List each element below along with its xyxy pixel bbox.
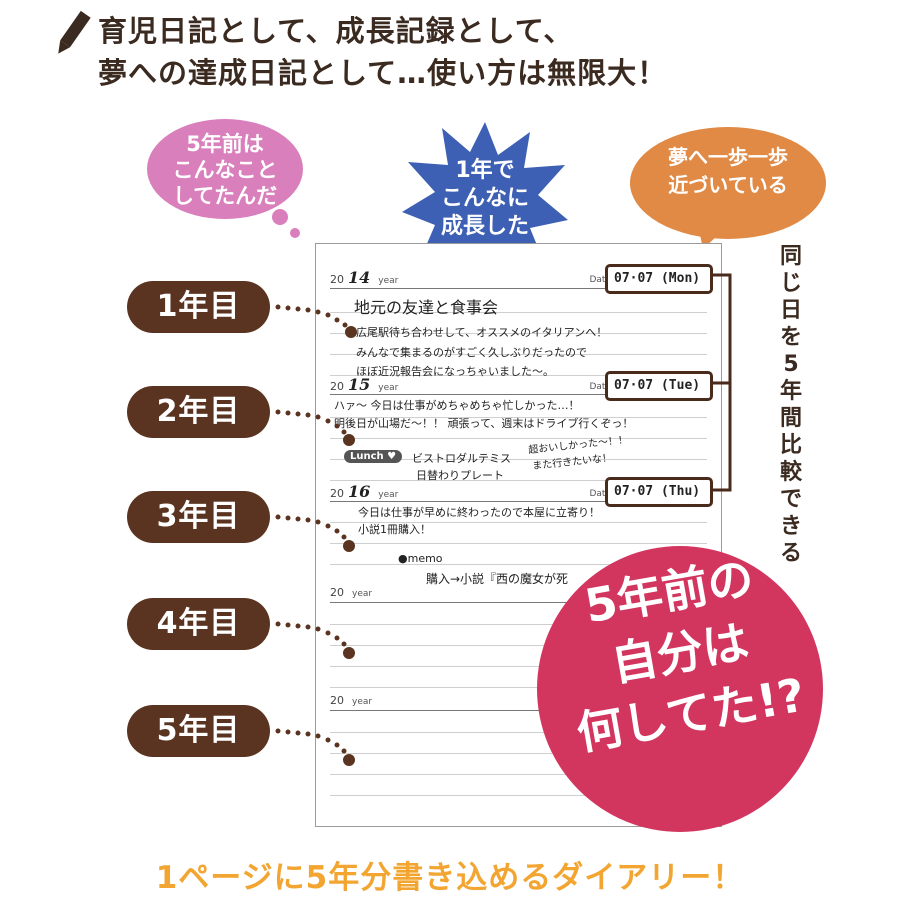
rule-line — [330, 753, 707, 754]
year-suffix: 15 — [348, 375, 371, 394]
year-prefix: 20 — [330, 694, 344, 707]
orange-bubble-line: 近づいている — [668, 173, 788, 197]
rule-line — [330, 732, 707, 733]
rule-line — [330, 710, 707, 711]
rule-line — [330, 501, 707, 502]
star-line: 1年で — [455, 158, 515, 183]
lunch-text: 日替わりプレート — [416, 469, 504, 482]
memo-label: ●memo — [398, 552, 443, 565]
entry-text: 小説1冊購入！ — [358, 523, 431, 536]
red-circle — [537, 546, 823, 832]
footer-tagline: 1ページに5年分書き込めるダイアリー！ — [155, 860, 745, 896]
year-label: year — [378, 276, 399, 286]
rule-line — [330, 666, 707, 667]
side-note-char: き — [779, 514, 802, 539]
headline-line1: 育児日記として、成長記録として、 — [98, 14, 574, 48]
year-pill-4: 4年目 — [127, 598, 270, 650]
entry-text: 今日は仕事が早めに終わったので本屋に立寄り！ — [358, 506, 600, 519]
side-note-char: を — [779, 325, 802, 350]
rule-line — [330, 333, 707, 334]
entry-year: 20 year — [330, 586, 372, 599]
year-pill-1: 1年目 — [127, 281, 270, 333]
rule-line — [330, 312, 707, 313]
pink-speech-bubble — [147, 119, 303, 238]
date-label: Date — [589, 275, 611, 285]
rule-line — [330, 288, 707, 289]
starburst-text: 1年で こんなに 成長した — [400, 157, 570, 241]
rule-line — [330, 564, 707, 565]
side-note-char: 較 — [779, 460, 802, 485]
rule-line — [330, 438, 707, 439]
headline-line2: 夢への達成日記として…使い方は無限大！ — [98, 56, 668, 90]
rule-line — [330, 417, 707, 418]
orange-bubble-line: 夢へ一歩一歩 — [668, 145, 788, 169]
year-label: year — [352, 697, 373, 707]
pencil-icon — [58, 10, 91, 54]
date-label: Date — [589, 382, 611, 392]
rule-line — [330, 394, 707, 395]
year-label: year — [352, 589, 373, 599]
year-suffix: 14 — [348, 268, 371, 287]
entry-text: みんなで集まるのがすごく久しぶりだったので — [356, 346, 587, 359]
year-prefix: 20 — [330, 273, 344, 286]
date-box: 07·07 (Thu) — [605, 477, 713, 507]
year-pill-5: 5年目 — [127, 705, 270, 757]
date-box: 07·07 (Tue) — [605, 371, 713, 401]
entry-text: ほぼ近況報告会になっちゃいました〜。 — [356, 365, 554, 378]
blue-starburst — [402, 122, 568, 283]
side-note-char: る — [779, 541, 802, 566]
rule-line — [330, 522, 707, 523]
entry-text: 広尾駅待ち合わせして、オススメのイタリアンへ！ — [356, 326, 608, 339]
entry-title: 地元の友達と食事会 — [354, 298, 499, 317]
entry-year: 20 16 year — [330, 482, 398, 501]
rule-line — [330, 687, 707, 688]
pink-bubble-line: 5年前は — [186, 132, 264, 156]
year-pill-2: 2年目 — [127, 386, 270, 438]
year-suffix: 16 — [348, 482, 371, 501]
rule-line — [330, 774, 707, 775]
lunch-text: ビストロダルテミス — [412, 452, 511, 465]
entry-year: 20 14 year — [330, 268, 398, 287]
side-note-char: 間 — [779, 406, 802, 431]
rule-line — [330, 645, 707, 646]
year-prefix: 20 — [330, 586, 344, 599]
rule-line — [330, 375, 707, 376]
rule-line — [330, 795, 707, 796]
pink-bubble-text: 5年前は こんなこと してたんだ — [145, 131, 305, 209]
side-note-char: 比 — [779, 433, 802, 458]
side-note-char: で — [779, 487, 802, 512]
year-prefix: 20 — [330, 380, 344, 393]
pink-bubble-line: してたんだ — [172, 184, 278, 208]
side-note-char: 日 — [779, 298, 802, 323]
rule-line — [330, 459, 707, 460]
side-note-char: 同 — [779, 244, 802, 269]
star-line: こんなに — [440, 186, 529, 211]
entry-year: 20 15 year — [330, 375, 398, 394]
year-label: year — [378, 490, 399, 500]
year-pill-3: 3年目 — [127, 491, 270, 543]
rule-line — [330, 624, 707, 625]
rule-line — [330, 480, 707, 481]
entry-text: ハァ〜 今日は仕事がめちゃめちゃ忙しかった…！ — [334, 399, 580, 412]
side-note-char: じ — [779, 271, 802, 296]
entry-text: 明後日が山場だ〜！！ 頑張って、週末はドライブ行くぞっ！ — [334, 417, 634, 430]
star-line: 成長した — [440, 214, 529, 239]
rule-line — [330, 602, 707, 603]
date-label: Date — [589, 489, 611, 499]
year-label: year — [378, 383, 399, 393]
date-box: 07·07 (Mon) — [605, 264, 713, 294]
lunch-badge: Lunch ♥ — [344, 450, 403, 463]
headline: 育児日記として、成長記録として、 夢への達成日記として…使い方は無限大！ — [98, 10, 667, 94]
rule-line — [330, 543, 707, 544]
memo-text: 購入→小説『西の魔女が死 — [426, 572, 569, 586]
year-prefix: 20 — [330, 487, 344, 500]
orange-bubble-text: 夢へ一歩一歩 近づいている — [628, 143, 828, 199]
side-note-char: 年 — [779, 379, 802, 404]
rule-line — [330, 354, 707, 355]
entry-year: 20 year — [330, 694, 372, 707]
pink-bubble-line: こんなこと — [172, 158, 278, 182]
side-note-char: 5 — [783, 352, 799, 377]
